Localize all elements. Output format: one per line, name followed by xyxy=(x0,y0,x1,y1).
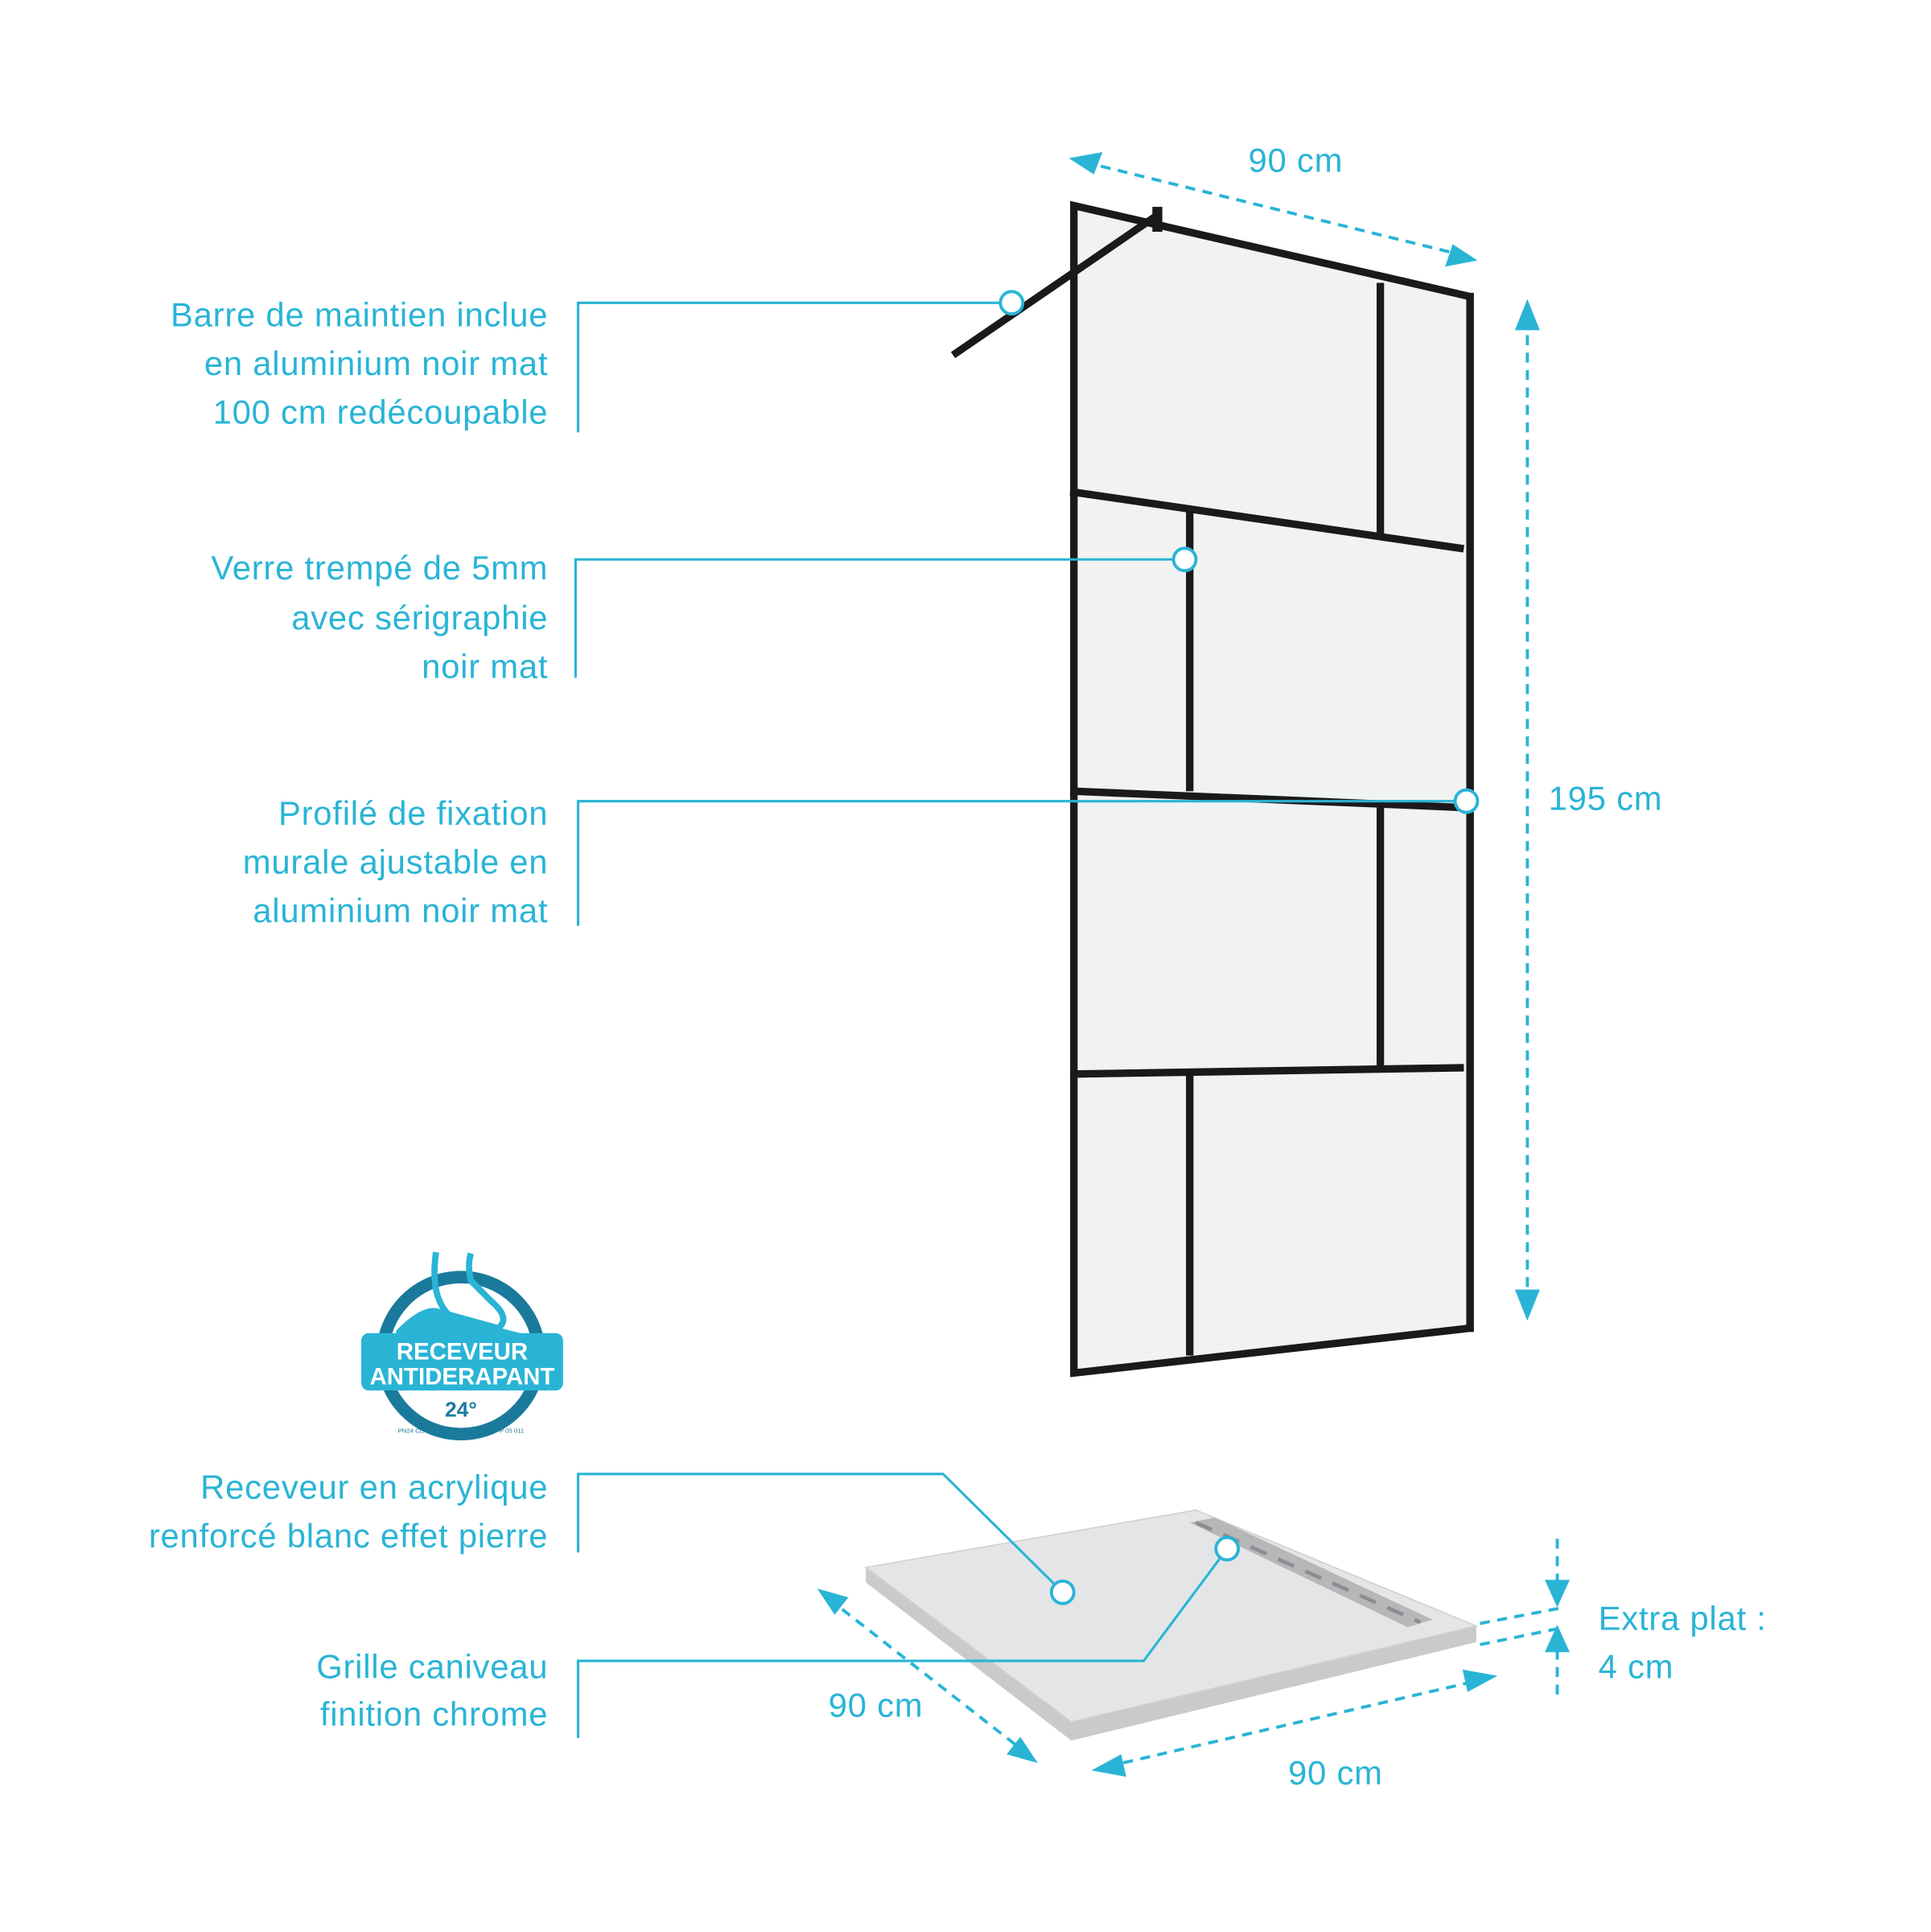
svg-text:RECEVEUR: RECEVEUR xyxy=(397,1338,528,1365)
svg-text:Barre de maintien inclue: Barre de maintien inclue xyxy=(171,296,548,334)
svg-text:PN24 CLASSE C – DIN 51097 – XP: PN24 CLASSE C – DIN 51097 – XP P 05 011 xyxy=(398,1427,525,1435)
callout-support-bar: Barre de maintien inclue en aluminium no… xyxy=(171,290,1025,433)
callout-glass: Verre trempé de 5mm avec sérigraphie noi… xyxy=(211,546,1198,685)
dimension-tray-depth: 90 cm xyxy=(817,1588,1038,1764)
tray-width-label: 90 cm xyxy=(1288,1753,1383,1791)
svg-text:Grille caniveau: Grille caniveau xyxy=(316,1648,548,1686)
svg-text:renforcé blanc effet pierre: renforcé blanc effet pierre xyxy=(149,1517,548,1555)
tray-thickness-label: 4 cm xyxy=(1599,1648,1674,1686)
glass-panel xyxy=(1069,200,1474,1378)
anti-slip-badge: RECEVEUR ANTIDERAPANT 24° PN24 CLASSE C … xyxy=(361,1251,563,1440)
extra-flat-label: Extra plat : xyxy=(1599,1599,1767,1637)
svg-text:aluminium noir mat: aluminium noir mat xyxy=(253,892,548,929)
svg-text:24°: 24° xyxy=(445,1398,477,1422)
dimension-tray-thickness: Extra plat : 4 cm xyxy=(1480,1539,1766,1695)
svg-text:murale ajustable en: murale ajustable en xyxy=(243,842,549,880)
callout-profile: Profilé de fixation murale ajustable en … xyxy=(243,788,1480,929)
tray-depth-label: 90 cm xyxy=(829,1687,924,1724)
svg-text:ANTIDERAPANT: ANTIDERAPANT xyxy=(370,1363,555,1390)
panel-width-label: 90 cm xyxy=(1248,142,1343,179)
svg-text:finition chrome: finition chrome xyxy=(320,1695,548,1733)
svg-text:avec sérigraphie: avec sérigraphie xyxy=(291,599,548,636)
svg-text:noir mat: noir mat xyxy=(422,647,548,685)
svg-text:en aluminium noir mat: en aluminium noir mat xyxy=(204,344,548,382)
callout-grate: Grille caniveau finition chrome xyxy=(316,1535,1241,1739)
svg-text:Receveur en acrylique: Receveur en acrylique xyxy=(200,1469,548,1506)
dimension-panel-height: 195 cm xyxy=(1514,299,1663,1321)
support-bar xyxy=(950,207,1163,359)
dimension-panel-width: 90 cm xyxy=(1068,142,1478,267)
svg-text:100 cm redécoupable: 100 cm redécoupable xyxy=(213,393,549,430)
svg-text:Profilé de fixation: Profilé de fixation xyxy=(278,794,548,832)
panel-height-label: 195 cm xyxy=(1549,779,1663,817)
shower-tray xyxy=(864,1509,1479,1741)
dimension-tray-width: 90 cm xyxy=(1091,1669,1498,1791)
callout-tray: Receveur en acrylique renforcé blanc eff… xyxy=(149,1469,1076,1605)
svg-text:Verre trempé de 5mm: Verre trempé de 5mm xyxy=(211,549,548,587)
foot-icon xyxy=(431,1251,507,1332)
